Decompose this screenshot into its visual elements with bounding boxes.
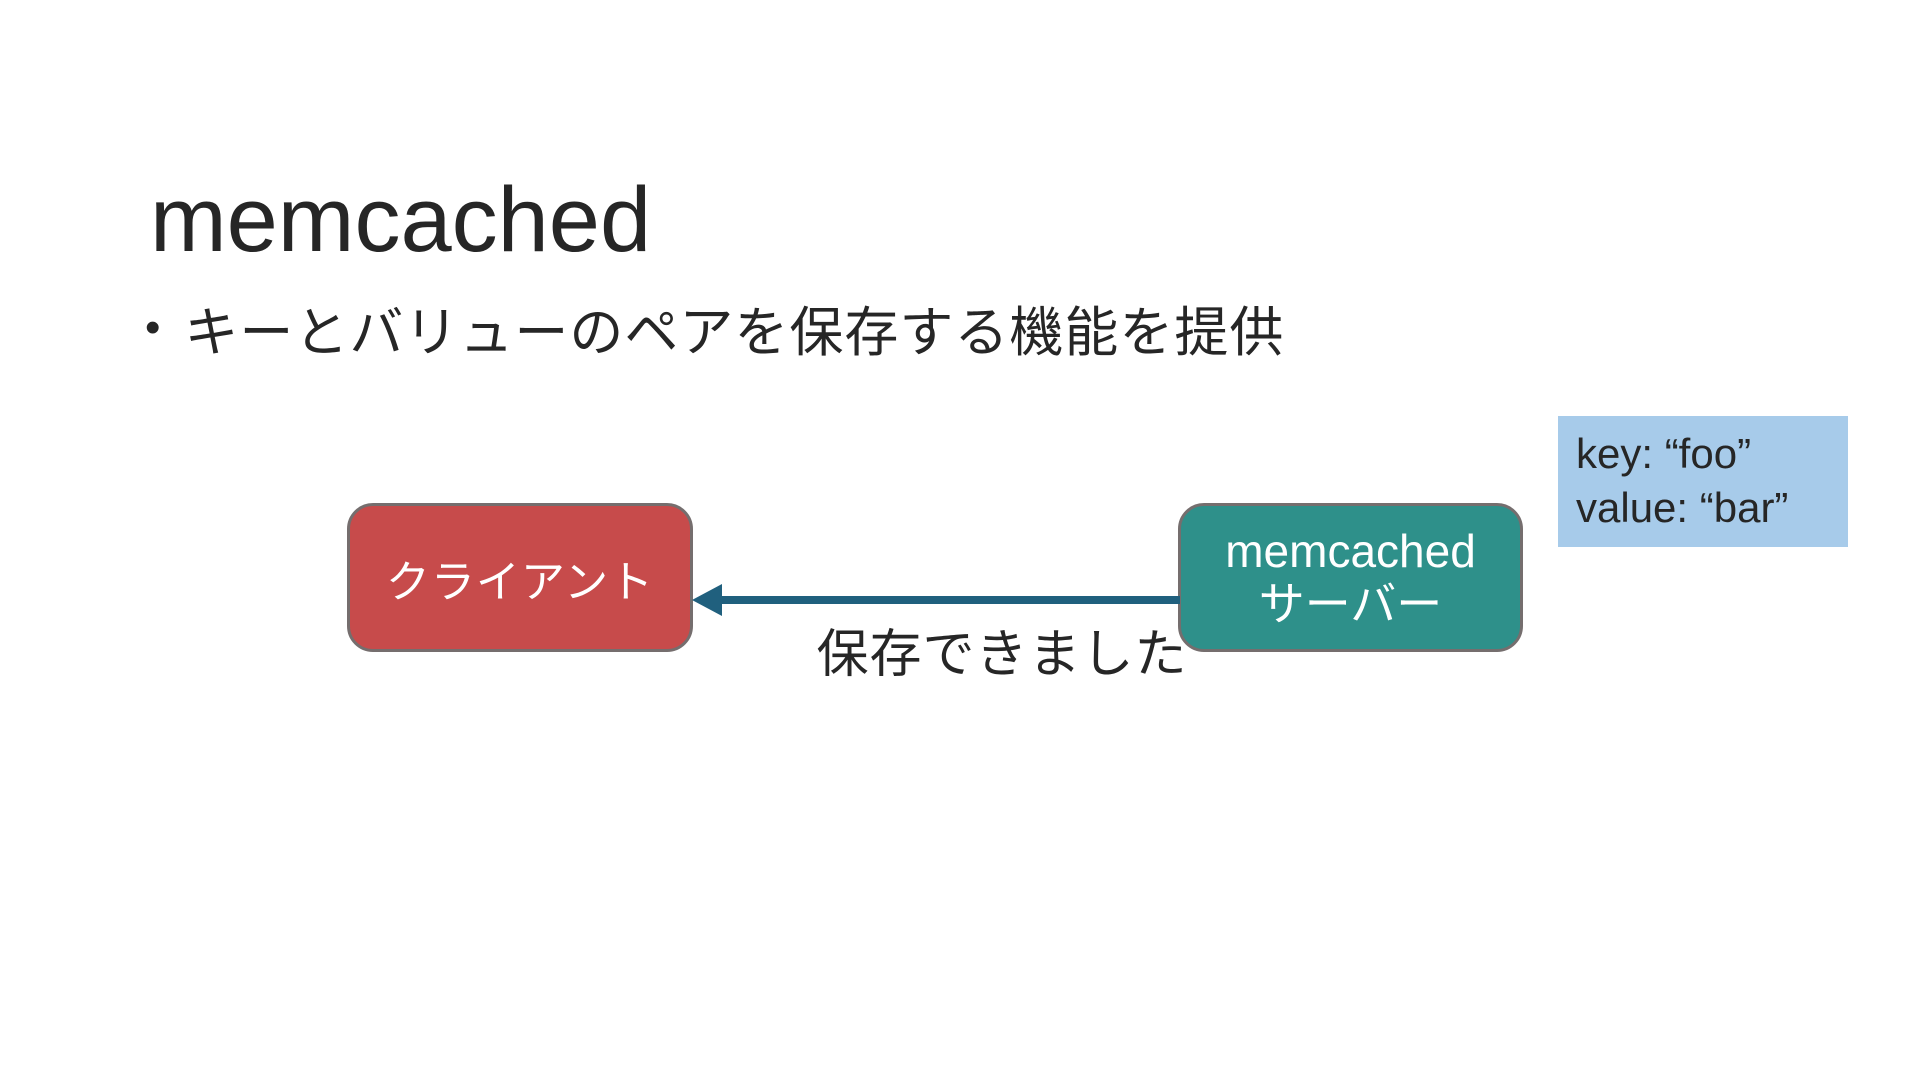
client-node-label: クライアント xyxy=(385,557,655,607)
kv-value-line: value: “bar” xyxy=(1576,483,1789,531)
key-value-callout: key: “foo” value: “bar” xyxy=(1558,416,1848,547)
server-node-label-line2: サーバー xyxy=(1258,577,1443,630)
bullet-item: • キーとバリューのペアを保存する機能を提供 xyxy=(145,288,1284,367)
arrow-head-icon xyxy=(692,584,722,616)
bullet-text: キーとバリューのペアを保存する機能を提供 xyxy=(184,303,1285,363)
client-node: クライアント xyxy=(347,503,693,652)
arrow-label: 保存できました xyxy=(816,626,1188,684)
left-arrow-connector xyxy=(692,584,1180,616)
server-node-label-line1: memcached xyxy=(1225,524,1476,577)
page-title: memcached xyxy=(150,168,652,271)
memcached-server-node: memcached サーバー xyxy=(1178,503,1523,652)
bullet-marker: • xyxy=(145,302,161,352)
kv-key-line: key: “foo” xyxy=(1576,430,1752,477)
